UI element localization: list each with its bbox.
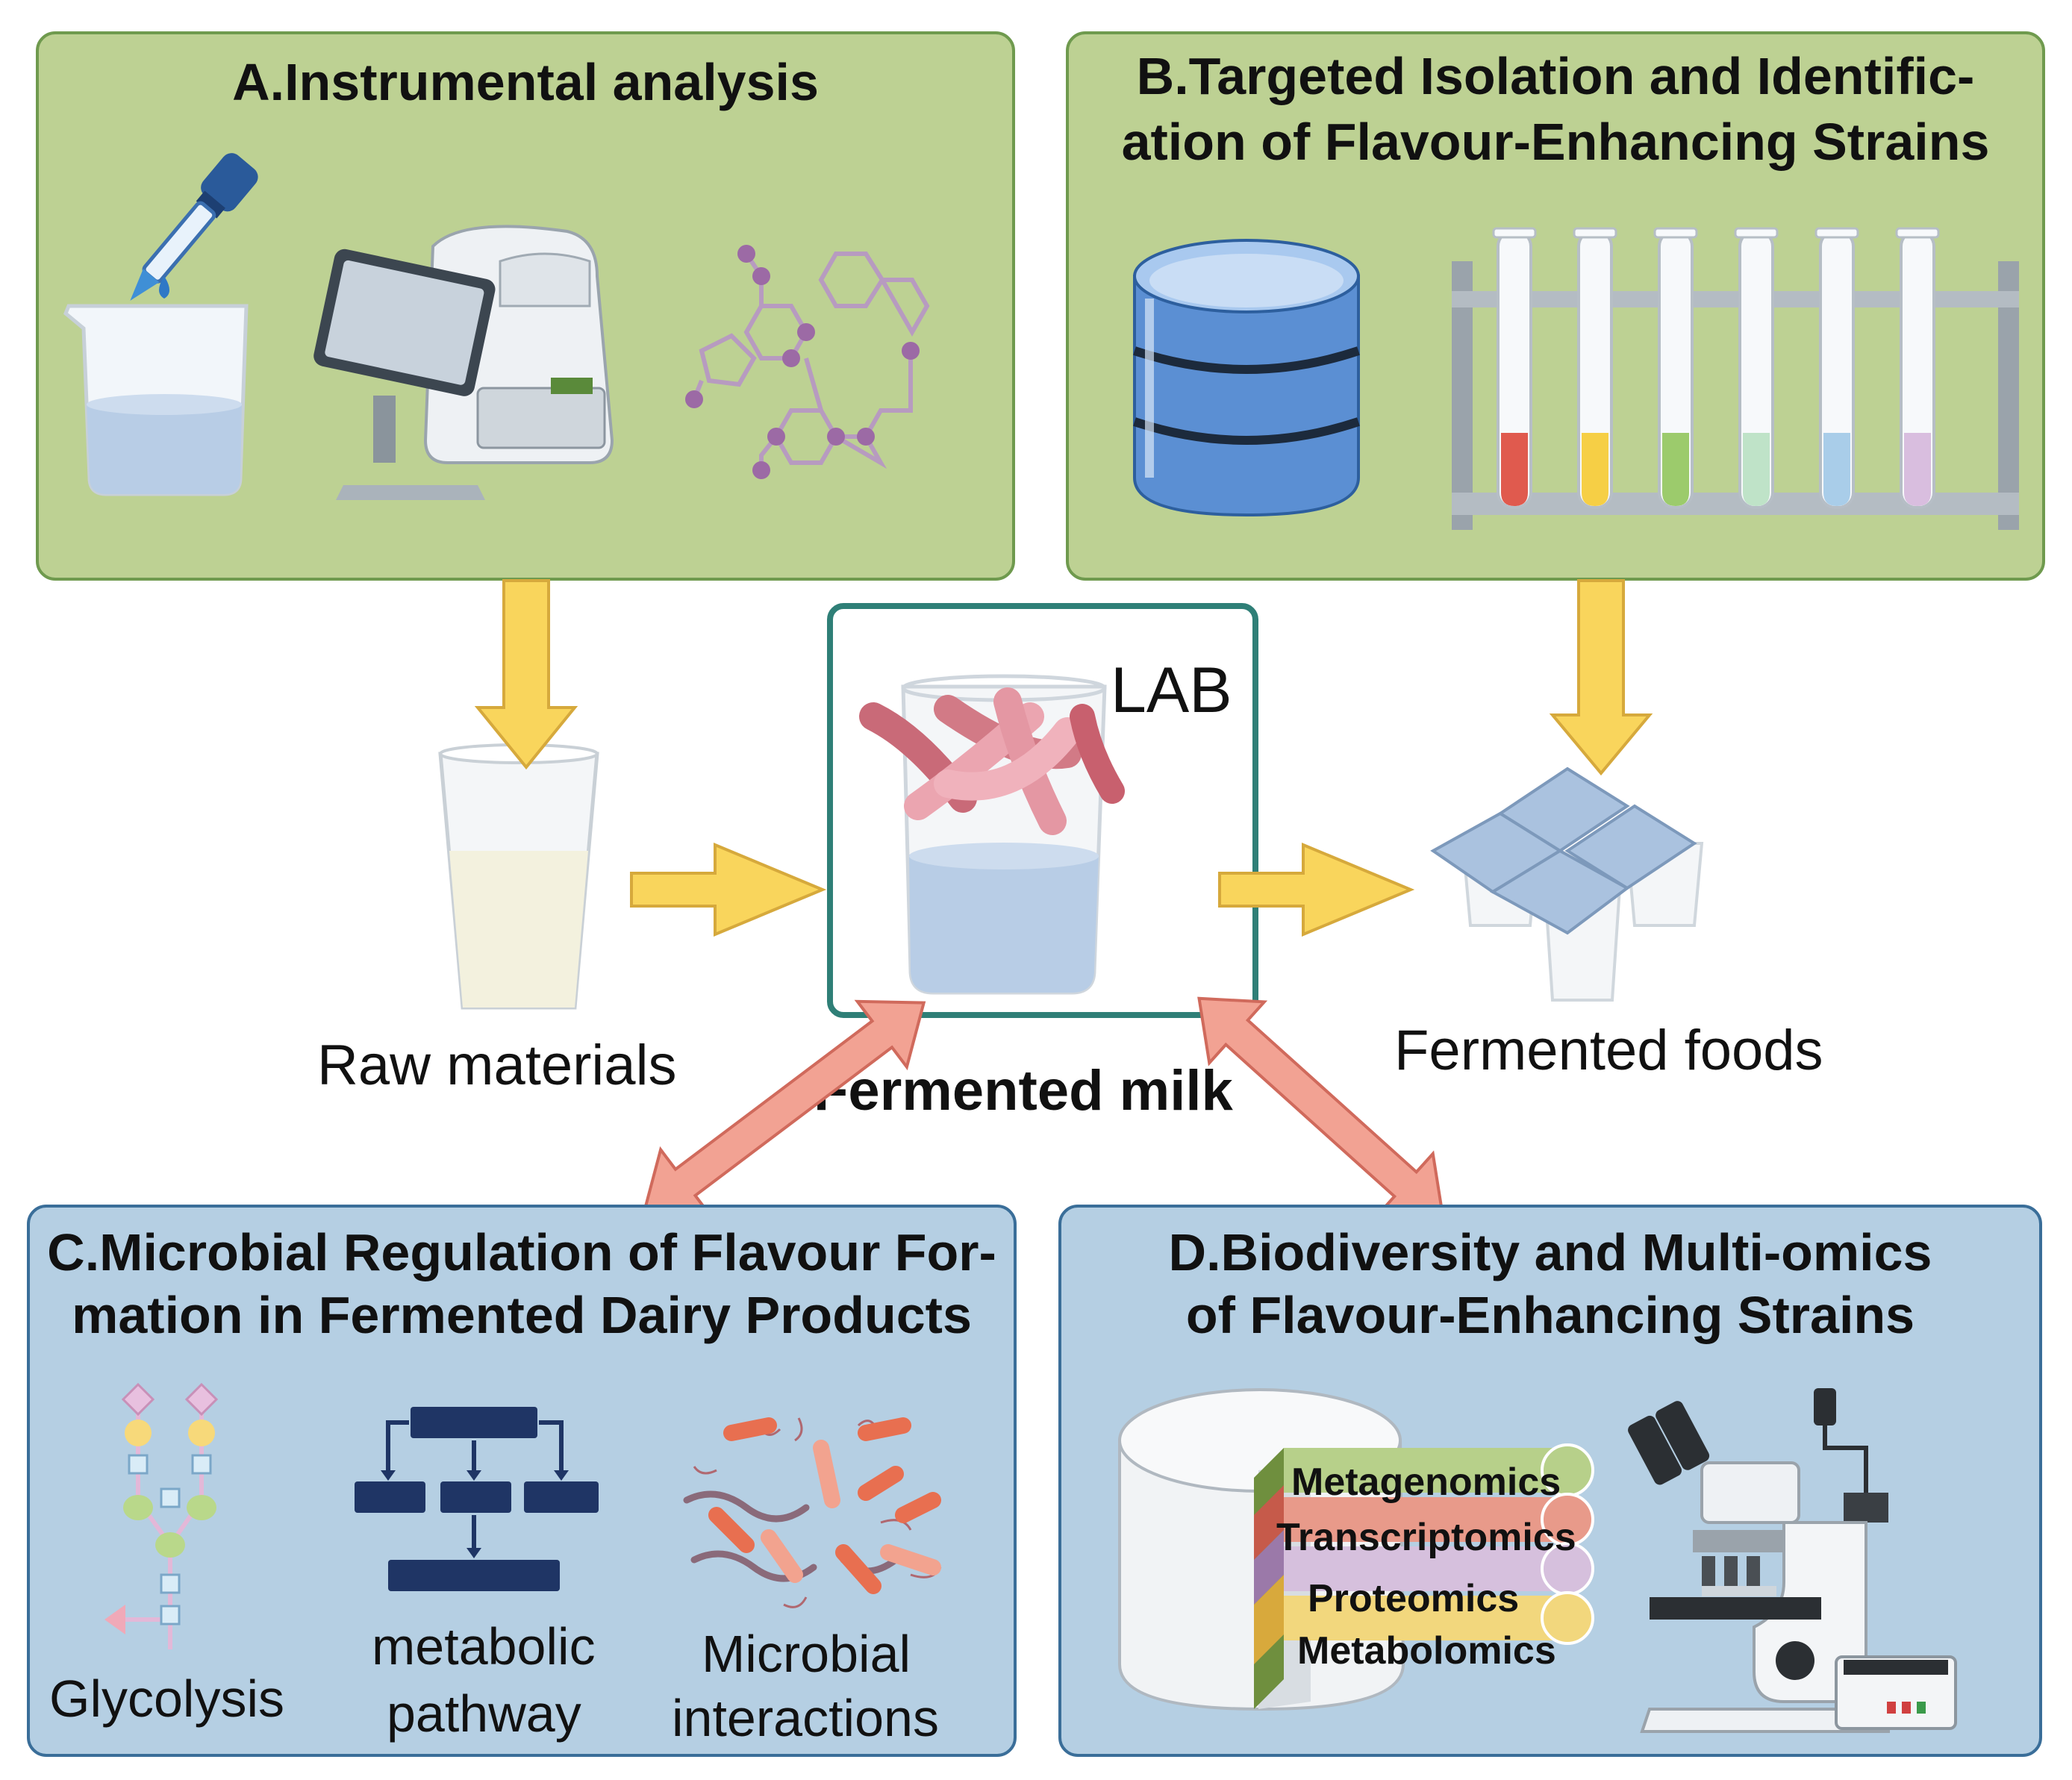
test-tube <box>1492 227 1537 509</box>
microbial-interactions-label-2: interactions <box>672 1689 939 1747</box>
omics-layer <box>1284 1443 1594 1497</box>
molecule-structure-icon <box>685 245 930 479</box>
petri-dish-stack-icon <box>1133 239 1360 517</box>
omics-transcriptomics: Transcriptomics <box>1276 1516 1576 1559</box>
test-tube <box>1734 227 1779 509</box>
raw-materials-label: Raw materials <box>317 1034 677 1097</box>
fermented-foods-label: Fermented foods <box>1394 1019 1823 1082</box>
test-tube <box>1653 227 1698 509</box>
panel-b-title-line2: ation of Flavour-Enhancing Strains <box>1121 113 1990 171</box>
omics-layer <box>1284 1542 1594 1596</box>
test-tube-rack-icon <box>1452 227 2019 530</box>
microbial-interactions-icon <box>683 1417 942 1608</box>
panel-c: C.Microbial Regulation of Flavour For- m… <box>27 1205 1017 1757</box>
microscope-icon <box>1628 1388 1957 1733</box>
lab-beaker-icon <box>859 674 1125 995</box>
analytical-instrument-icon <box>313 225 614 500</box>
arrow-milk-to-foods <box>1218 843 1415 937</box>
omics-proteomics: Proteomics <box>1308 1577 1520 1620</box>
omics-layer <box>1284 1591 1594 1645</box>
arrow-b-to-fermented-foods <box>1549 579 1653 776</box>
omics-metabolomics: Metabolomics <box>1297 1629 1556 1673</box>
test-tube <box>1573 227 1617 509</box>
lab-label: LAB <box>1111 655 1232 726</box>
glycolysis-label: Glycolysis <box>49 1670 285 1728</box>
milk-glass-icon <box>438 743 599 1010</box>
test-tube <box>1814 227 1859 509</box>
double-arrow-milk-to-c <box>641 999 926 1217</box>
omics-layers-icon <box>1254 1443 1594 1709</box>
panel-c-title-line2: mation in Fermented Dairy Products <box>72 1286 972 1344</box>
omics-metagenomics: Metagenomics <box>1291 1461 1561 1504</box>
panel-d-title-line2: of Flavour-Enhancing Strains <box>1185 1286 1915 1344</box>
panel-b-title-line1: B.Targeted Isolation and Identific- <box>1136 47 1975 105</box>
omics-layer <box>1284 1493 1594 1546</box>
pipette-beaker-icon <box>63 153 258 496</box>
metabolic-pathway-icon <box>355 1407 599 1591</box>
double-arrow-milk-to-d <box>1197 996 1445 1220</box>
microbial-interactions-label-1: Microbial <box>702 1625 911 1683</box>
panel-d-title-line1: D.Biodiversity and Multi-omics <box>1168 1223 1932 1281</box>
fermented-milk-label: Fermented milk <box>814 1059 1233 1122</box>
panel-a-title: A.Instrumental analysis <box>232 53 819 111</box>
glycolysis-chain-icon <box>104 1382 219 1649</box>
panel-c-title-line1: C.Microbial Regulation of Flavour For- <box>47 1223 996 1281</box>
yogurt-cups-icon <box>1430 766 1704 1002</box>
arrow-a-to-raw-materials <box>474 579 578 770</box>
arrow-raw-to-milk <box>630 843 827 937</box>
test-tube <box>1895 227 1940 509</box>
metabolic-pathway-label-1: metabolic <box>372 1617 596 1676</box>
metabolic-pathway-label-2: pathway <box>387 1684 581 1743</box>
